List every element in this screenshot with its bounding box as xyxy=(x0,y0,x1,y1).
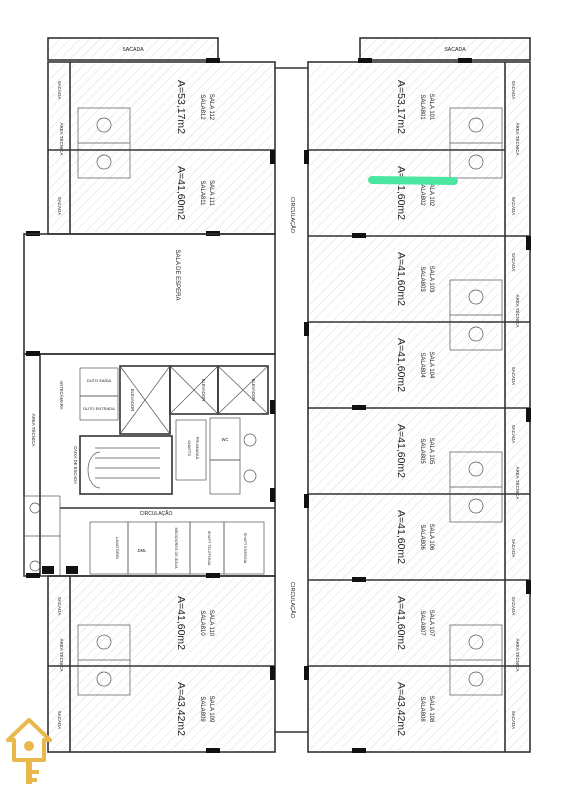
area-tecnica-right-2: ÁREA TÉCNICA xyxy=(515,295,521,328)
caixa-escada-label: CAIXA DE ESCADA xyxy=(73,446,78,484)
sacada-left-top-label: SACADA xyxy=(122,47,144,53)
room-110-area: A=41,60m2 xyxy=(175,596,187,650)
room-106-num: SALA806 xyxy=(419,524,425,550)
room-104-area: A=41,60m2 xyxy=(395,338,407,392)
sacada-left-3: SACADA xyxy=(57,597,62,616)
sacada-right-7: SACADA xyxy=(511,597,516,616)
sacada-right-1: SACADA xyxy=(511,81,516,100)
area-tecnica-left-2: ÁREA TÉCNICA xyxy=(59,639,65,672)
room-112-num: SALA812 xyxy=(199,94,205,120)
room-101-sala: SALA 101 xyxy=(428,94,434,121)
room-101-num: SALA801 xyxy=(419,94,425,120)
area-tecnica-left-1: ÁREA TÉCNICA xyxy=(59,123,65,156)
left-wing: SACADA SALA 112 SALA812 A=53,17m2 SALA 1… xyxy=(23,37,276,753)
shafts-label: SHAFTS xyxy=(187,440,192,456)
sacada-right-top-label: SACADA xyxy=(444,47,466,53)
house-key-logo xyxy=(6,718,52,784)
wc-core-label: WC xyxy=(222,437,229,442)
room-111-area: A=41,60m2 xyxy=(175,166,187,220)
room-103-num: SALA803 xyxy=(419,266,425,292)
prumadas-label: PRUMADAS xyxy=(195,437,200,460)
area-tecnica-right-4: ÁREA TÉCNICA xyxy=(515,639,521,672)
room-110-sala: SALA 110 xyxy=(208,610,214,637)
room-107-area: A=41,60m2 xyxy=(395,596,407,650)
room-103-sala: SALA 103 xyxy=(428,266,434,293)
antecamara-label: ANTECÂMARA xyxy=(59,380,64,409)
room-107-num: SALA807 xyxy=(419,610,425,636)
sacada-right-2: SACADA xyxy=(511,197,516,216)
sacada-right-3: SACADA xyxy=(511,253,516,272)
sala-espera-label: SALA DE ESPERA xyxy=(174,249,180,300)
elevador-1-label: ELEVADOR xyxy=(130,389,135,412)
room-106-area: A=41,60m2 xyxy=(395,510,407,564)
room-110-num: SALA810 xyxy=(199,610,205,636)
room-104-num: SALA804 xyxy=(419,352,425,378)
elevador-3-label: ELEVADOR xyxy=(251,379,256,402)
area-tecnica-right-1: ÁREA TÉCNICA xyxy=(515,123,521,156)
room-109-sala: SALA 109 xyxy=(208,696,214,723)
sacada-left-1: SACADA xyxy=(57,81,62,100)
room-111-sala: SALA 111 xyxy=(208,180,214,206)
lavatorio-label: LAVATÓRIO xyxy=(115,537,120,559)
room-101-area: A=53,17m2 xyxy=(395,80,407,134)
room-108-area: A=43,42m2 xyxy=(395,682,407,736)
room-109-num: SALA809 xyxy=(199,696,205,722)
room-109-area: A=43,42m2 xyxy=(175,682,187,736)
room-102-area: A=41,60m2 xyxy=(395,166,407,220)
sacada-right-top xyxy=(360,38,530,60)
circulacao-bottom-label: CIRCULAÇÃO xyxy=(289,582,296,619)
corridor: CIRCULAÇÃO CIRCULAÇÃO xyxy=(275,67,308,733)
sacada-right-5: SACADA xyxy=(511,425,516,444)
room-104-sala: SALA 104 xyxy=(428,352,434,379)
room-107-sala: SALA 107 xyxy=(428,610,434,637)
circulacao-top-label: CIRCULAÇÃO xyxy=(289,197,296,234)
room-112-area: A=53,17m2 xyxy=(175,80,187,134)
elevador-2-label: ELEVADOR xyxy=(201,379,206,402)
room-112-sala: SALA 112 xyxy=(208,94,214,121)
sacada-right-6: SACADA xyxy=(511,539,516,558)
sacada-right-8: SACADA xyxy=(511,711,516,730)
room-108-num: SALA808 xyxy=(419,696,425,722)
duto-saida-label: DUTO SAÍDA xyxy=(87,378,112,383)
sacada-left-2: SACADA xyxy=(57,197,62,216)
area-tecnica-right-3: ÁREA TÉCNICA xyxy=(515,467,521,500)
highlight-mark xyxy=(368,176,458,185)
dml-label: DML xyxy=(138,548,148,553)
sacada-right-4: SACADA xyxy=(511,367,516,386)
room-108-sala: SALA 108 xyxy=(428,696,434,723)
area-tecnica-core-label: ÁREA TÉCNICA xyxy=(31,414,37,447)
room-111-num: SALA811 xyxy=(199,181,205,207)
right-wing: SACADA xyxy=(304,37,531,753)
room-105-sala: SALA 105 xyxy=(428,438,434,465)
room-106-sala: SALA 106 xyxy=(428,524,434,551)
duto-entrada-label: DUTO ENTRADA xyxy=(83,406,115,411)
shaft-energia-label: SHAFT ENERGIA xyxy=(243,533,247,564)
room-105-area: A=41,60m2 xyxy=(395,424,407,478)
medidores-agua-label: MEDIDORES DE ÁGUA xyxy=(174,527,178,569)
room-105-num: SALA805 xyxy=(419,438,425,464)
sacada-left-4: SACADA xyxy=(57,711,62,730)
shaft-telefonia-label: SHAFT TELEFONIA xyxy=(207,531,211,566)
room-102-sala: SALA 102 xyxy=(428,180,434,207)
room-102-num: SALA802 xyxy=(419,180,425,206)
circulacao-core-label: CIRCULAÇÃO xyxy=(140,510,173,517)
room-103-area: A=41,60m2 xyxy=(395,252,407,306)
